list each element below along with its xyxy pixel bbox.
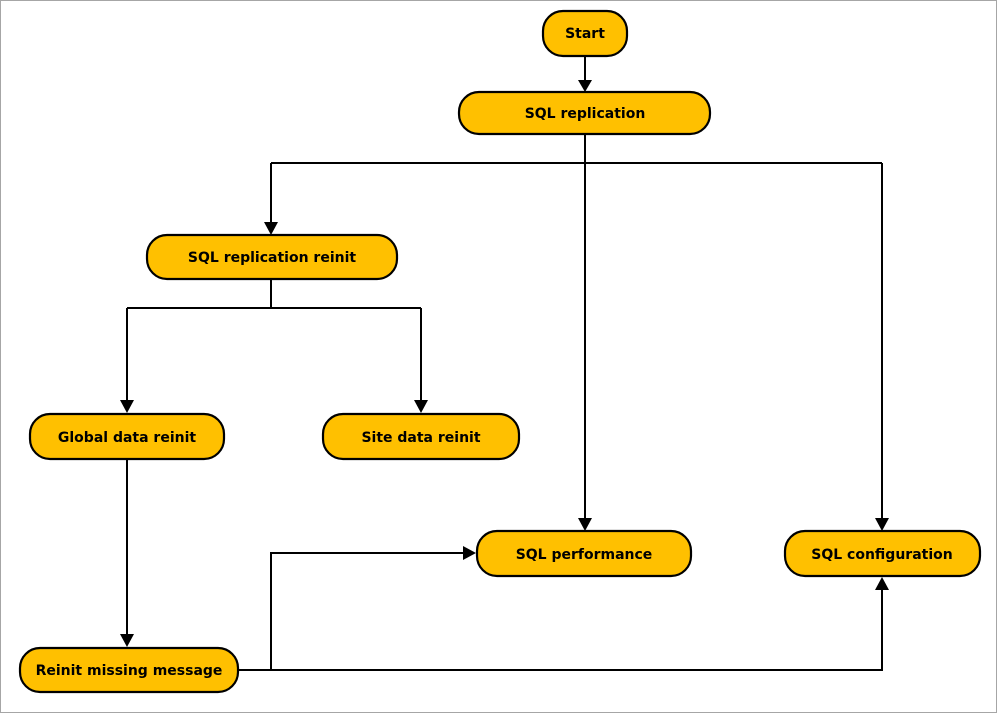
node-start-label: Start (565, 26, 605, 42)
node-sql-configuration: SQL configuration (783, 529, 982, 578)
node-site-data-reinit-label: Site data reinit (361, 430, 480, 446)
arrowhead-icon (875, 518, 889, 531)
node-sql-replication-reinit-label: SQL replication reinit (188, 250, 356, 266)
arrowhead-icon (120, 400, 134, 413)
node-global-data-reinit: Global data reinit (28, 412, 226, 461)
connector-reinit-missing-to-sql-performance (238, 552, 465, 671)
node-sql-replication-label: SQL replication (525, 106, 646, 122)
arrowhead-icon (264, 222, 278, 235)
arrowhead-icon (578, 518, 592, 531)
node-reinit-missing-message: Reinit missing message (18, 646, 240, 694)
node-sql-performance: SQL performance (475, 529, 693, 578)
node-sql-configuration-label: SQL configuration (811, 547, 952, 563)
arrowhead-icon (875, 577, 889, 590)
node-site-data-reinit: Site data reinit (321, 412, 521, 461)
node-sql-performance-label: SQL performance (516, 547, 653, 563)
connectors (120, 56, 889, 671)
node-global-data-reinit-label: Global data reinit (58, 430, 196, 446)
arrowhead-icon (463, 546, 476, 560)
node-reinit-missing-message-label: Reinit missing message (36, 663, 223, 679)
arrowhead-icon (578, 80, 592, 92)
arrowhead-icon (414, 400, 428, 413)
connector-reinit-missing-to-sql-configuration (271, 588, 883, 671)
node-sql-replication-reinit: SQL replication reinit (145, 233, 399, 281)
node-start: Start (541, 9, 629, 58)
arrowhead-icon (120, 634, 134, 647)
node-sql-replication: SQL replication (457, 90, 712, 136)
